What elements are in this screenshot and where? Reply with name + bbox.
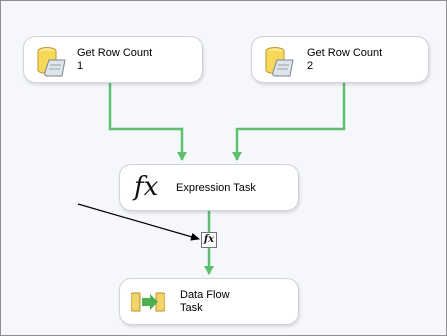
task-label: Get Row Count 2 bbox=[307, 47, 383, 72]
fx-function-icon: fx bbox=[134, 172, 159, 202]
task-label: Get Row Count 1 bbox=[77, 47, 153, 72]
annotation-arrow bbox=[77, 203, 200, 241]
task-label: Expression Task bbox=[176, 182, 256, 194]
constraint-rowcount2-to-expression[interactable] bbox=[232, 83, 346, 161]
constraint-rowcount1-to-expression[interactable] bbox=[108, 83, 187, 161]
task-data-flow[interactable]: Data Flow Task bbox=[119, 278, 299, 325]
fx-expression-badge-icon[interactable]: fx bbox=[201, 232, 217, 248]
task-get-row-count-1[interactable]: Get Row Count 1 bbox=[23, 36, 203, 83]
task-label: Data Flow Task bbox=[180, 289, 230, 314]
task-get-row-count-2[interactable]: Get Row Count 2 bbox=[251, 36, 429, 83]
database-script-icon bbox=[35, 44, 69, 83]
database-script-icon bbox=[263, 44, 297, 83]
task-expression[interactable]: fx Expression Task bbox=[119, 164, 299, 211]
data-flow-icon bbox=[130, 291, 166, 318]
